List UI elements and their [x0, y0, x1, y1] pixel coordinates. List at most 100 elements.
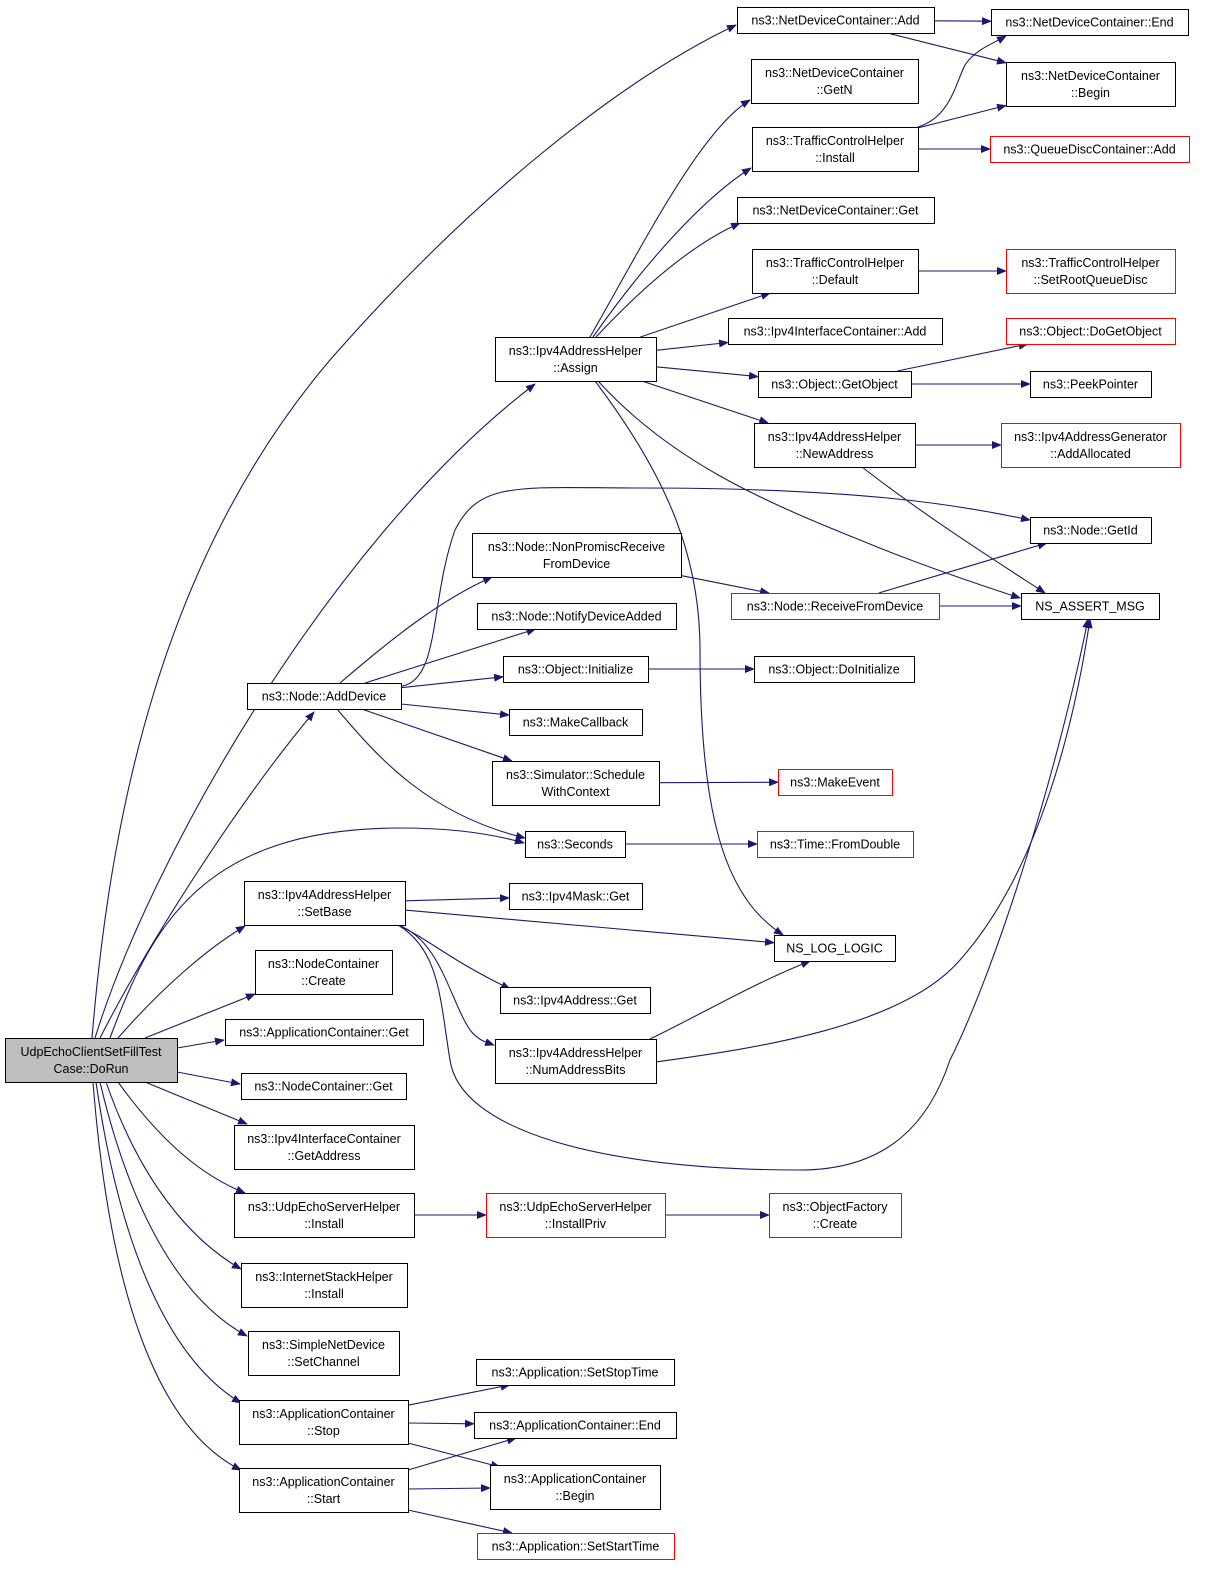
- node-node-receive[interactable]: ns3::Node::ReceiveFromDevice: [731, 593, 940, 620]
- node-ndc-getn[interactable]: ns3::NetDeviceContainer::GetN: [751, 59, 919, 104]
- node-ipv4ah-numbits[interactable]: ns3::Ipv4AddressHelper::NumAddressBits: [495, 1039, 657, 1084]
- node-box: [225, 1019, 424, 1046]
- call-edge-root-to-ipv4ah_setbase: [117, 925, 246, 1039]
- node-node-getid[interactable]: ns3::Node::GetId: [1030, 517, 1152, 544]
- node-obj-getobject[interactable]: ns3::Object::GetObject: [758, 371, 912, 398]
- node-label-line: ns3::Ipv4AddressHelper: [509, 344, 642, 358]
- node-app-setstoptime[interactable]: ns3::Application::SetStopTime: [476, 1359, 675, 1386]
- node-label-line: ns3::PeekPointer: [1043, 378, 1138, 392]
- node-box: [234, 1125, 415, 1170]
- node-label-line: ::Default: [812, 273, 859, 287]
- node-of-create[interactable]: ns3::ObjectFactory::Create: [769, 1193, 902, 1238]
- node-box: [769, 1193, 902, 1238]
- node-ish-install[interactable]: ns3::InternetStackHelper::Install: [241, 1263, 408, 1308]
- node-label-line: ns3::ApplicationContainer: [504, 1472, 646, 1486]
- call-edge-ipv4ah_assign-to-ns_assert_msg: [597, 380, 1021, 600]
- node-app-setstarttime[interactable]: ns3::Application::SetStartTime: [477, 1533, 675, 1560]
- node-box: [5, 1038, 178, 1083]
- node-label-line: ns3::Ipv4AddressHelper: [509, 1046, 642, 1060]
- call-edge-tch_install-to-ndc_begin: [917, 103, 1007, 129]
- node-obj-dogetobject[interactable]: ns3::Object::DoGetObject: [1006, 318, 1176, 345]
- node-label-line: ns3::Application::SetStartTime: [492, 1540, 660, 1554]
- call-edge-ac_stop-to-app_setstoptime: [407, 1382, 511, 1406]
- call-edge-ac_stop-to-ac_end: [407, 1419, 475, 1428]
- call-edge-root-to-nc_create: [144, 993, 256, 1039]
- node-snd-setchannel[interactable]: ns3::SimpleNetDevice::SetChannel: [248, 1331, 400, 1376]
- node-ac-begin[interactable]: ns3::ApplicationContainer::Begin: [490, 1465, 661, 1510]
- node-box: [476, 1359, 675, 1386]
- node-ns-log-logic[interactable]: NS_LOG_LOGIC: [774, 935, 896, 962]
- call-edge-ipv4ah_assign-to-ipv4ah_newaddress: [641, 380, 770, 424]
- node-ndc-add[interactable]: ns3::NetDeviceContainer::Add: [737, 7, 935, 34]
- node-box: [492, 761, 660, 806]
- node-ipv4addr-get[interactable]: ns3::Ipv4Address::Get: [500, 987, 651, 1014]
- node-label-line: ns3::Application::SetStopTime: [492, 1366, 659, 1380]
- node-ipv4mask-get[interactable]: ns3::Ipv4Mask::Get: [509, 883, 643, 910]
- node-box: [503, 656, 649, 683]
- node-ipv4ah-assign[interactable]: ns3::Ipv4AddressHelper::Assign: [495, 337, 657, 382]
- node-ac-end[interactable]: ns3::ApplicationContainer::End: [474, 1412, 677, 1439]
- node-obj-doinitialize[interactable]: ns3::Object::DoInitialize: [754, 656, 915, 683]
- call-edge-root-to-nc_get: [176, 1071, 241, 1087]
- node-box: [509, 883, 643, 910]
- node-qdc-add[interactable]: ns3::QueueDiscContainer::Add: [990, 136, 1190, 163]
- node-peekpointer[interactable]: ns3::PeekPointer: [1030, 371, 1152, 398]
- node-makecallback[interactable]: ns3::MakeCallback: [509, 709, 643, 736]
- node-label-line: ::Install: [815, 151, 855, 165]
- node-label-line: WithContext: [541, 785, 610, 799]
- node-box: [495, 337, 657, 382]
- node-box: [737, 7, 935, 34]
- node-label-line: ns3::Ipv4InterfaceContainer::Add: [744, 325, 927, 339]
- node-label-line: ns3::Node::ReceiveFromDevice: [747, 600, 924, 614]
- node-seconds[interactable]: ns3::Seconds: [525, 831, 626, 858]
- node-label-line: ns3::ApplicationContainer: [252, 1475, 394, 1489]
- node-label-line: ::NumAddressBits: [525, 1063, 625, 1077]
- node-label-line: ::Begin: [1071, 86, 1110, 100]
- node-obj-initialize[interactable]: ns3::Object::Initialize: [503, 656, 649, 683]
- node-ndc-begin[interactable]: ns3::NetDeviceContainer::Begin: [1006, 62, 1176, 107]
- node-nc-create[interactable]: ns3::NodeContainer::Create: [255, 950, 393, 995]
- node-ac-start[interactable]: ns3::ApplicationContainer::Start: [239, 1468, 409, 1513]
- node-tch-setroot[interactable]: ns3::TrafficControlHelper::SetRootQueueD…: [1006, 249, 1176, 294]
- node-box: [778, 769, 893, 796]
- node-box: [239, 1400, 409, 1445]
- node-label-line: ns3::Object::DoGetObject: [1019, 325, 1162, 339]
- call-edge-root-to-ish_install: [105, 1081, 242, 1270]
- node-iic-add[interactable]: ns3::Ipv4InterfaceContainer::Add: [728, 318, 943, 345]
- node-label-line: Case::DoRun: [53, 1062, 128, 1076]
- node-ndc-get[interactable]: ns3::NetDeviceContainer::Get: [737, 197, 935, 224]
- node-ipv4ah-setbase[interactable]: ns3::Ipv4AddressHelper::SetBase: [244, 881, 406, 926]
- call-edge-ipv4ah_setbase-to-ns_log_logic: [404, 909, 775, 946]
- node-ndc-end[interactable]: ns3::NetDeviceContainer::End: [991, 9, 1189, 36]
- node-iic-getaddress[interactable]: ns3::Ipv4InterfaceContainer::GetAddress: [234, 1125, 415, 1170]
- node-label-line: FromDevice: [543, 557, 610, 571]
- node-node-notify[interactable]: ns3::Node::NotifyDeviceAdded: [477, 603, 677, 630]
- node-ns-assert-msg[interactable]: NS_ASSERT_MSG: [1021, 593, 1160, 620]
- node-nc-get[interactable]: ns3::NodeContainer::Get: [241, 1073, 407, 1100]
- node-ac-stop[interactable]: ns3::ApplicationContainer::Stop: [239, 1400, 409, 1445]
- node-ipv4ah-newaddress[interactable]: ns3::Ipv4AddressHelper::NewAddress: [754, 423, 916, 468]
- node-uesh-install[interactable]: ns3::UdpEchoServerHelper::Install: [234, 1193, 415, 1238]
- node-makeevent[interactable]: ns3::MakeEvent: [778, 769, 893, 796]
- node-tch-install[interactable]: ns3::TrafficControlHelper::Install: [752, 127, 919, 172]
- node-node-adddevice[interactable]: ns3::Node::AddDevice: [247, 683, 402, 710]
- node-tch-default[interactable]: ns3::TrafficControlHelper::Default: [752, 249, 919, 294]
- node-label-line: ::Install: [304, 1217, 344, 1231]
- node-label-line: NS_LOG_LOGIC: [786, 942, 883, 956]
- node-label-line: ::Assign: [553, 361, 598, 375]
- node-ac-get[interactable]: ns3::ApplicationContainer::Get: [225, 1019, 424, 1046]
- node-time-fromdouble[interactable]: ns3::Time::FromDouble: [757, 831, 914, 858]
- call-edge-root-to-iic_getaddress: [144, 1081, 248, 1125]
- node-box: [774, 935, 896, 962]
- node-label-line: ns3::NetDeviceContainer::End: [1005, 16, 1173, 30]
- node-ipv4ag-addallocated[interactable]: ns3::Ipv4AddressGenerator::AddAllocated: [1001, 423, 1181, 468]
- node-uesh-installpriv[interactable]: ns3::UdpEchoServerHelper::InstallPriv: [486, 1193, 666, 1238]
- node-box: [500, 987, 651, 1014]
- call-edge-node_adddevice-to-node_notify: [364, 627, 537, 684]
- node-label-line: ::Create: [301, 974, 346, 988]
- call-edge-root-to-seconds: [109, 827, 525, 1039]
